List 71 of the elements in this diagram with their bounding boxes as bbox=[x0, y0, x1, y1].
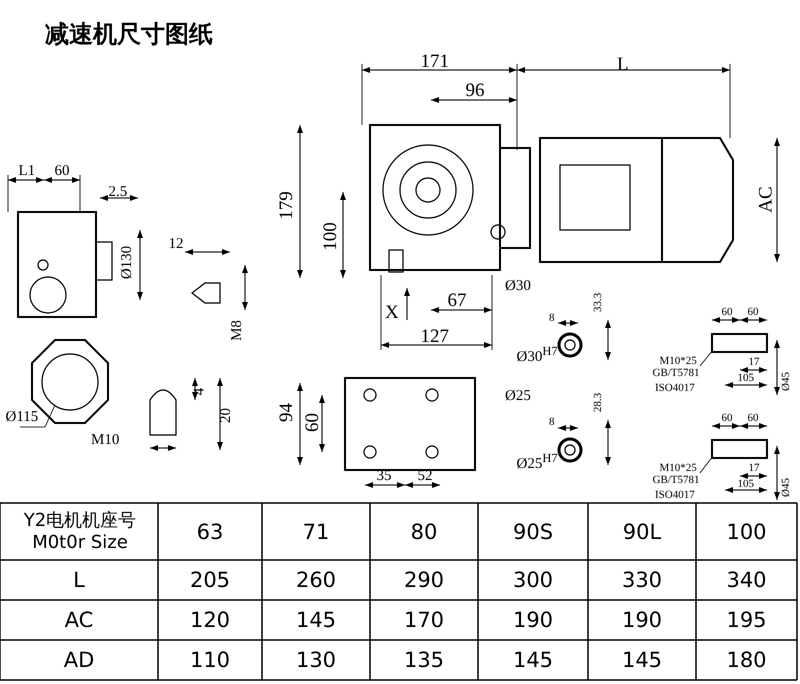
dimension-label: 12 bbox=[168, 236, 184, 252]
dimension-label: 60 bbox=[302, 412, 322, 432]
dimension-label: Ø130 bbox=[120, 245, 135, 279]
title: 减速机尺寸图纸 bbox=[45, 19, 213, 50]
table-cell-text: 340 bbox=[725, 567, 768, 594]
table-cell-text: 80 bbox=[410, 518, 438, 546]
table-cell-text: 145 bbox=[620, 647, 664, 674]
dimension-label: Ø25 bbox=[505, 388, 531, 404]
table-cell-text: 170 bbox=[402, 607, 446, 634]
dimension-label: Ø45 bbox=[780, 372, 792, 390]
table-cell-text: 110 bbox=[188, 647, 232, 674]
dimension-label: M10*25 bbox=[660, 462, 697, 474]
row-header-cell-text: L bbox=[72, 567, 86, 594]
dimension-label: 2.5 bbox=[108, 184, 128, 200]
dimension-label: 60 bbox=[748, 306, 758, 318]
table-cell-text: 195 bbox=[725, 607, 768, 634]
table-cell-text: 90S bbox=[512, 518, 554, 546]
table-cell-text: 300 bbox=[512, 567, 554, 594]
table-cell-text: 260 bbox=[294, 567, 338, 594]
dimension-label: ISO4017 bbox=[655, 490, 695, 500]
dimension-label: 100 bbox=[320, 222, 340, 250]
dimension-label: M10*25 bbox=[660, 356, 697, 366]
table-cell-text: 145 bbox=[294, 607, 338, 634]
table-cell-text: 130 bbox=[294, 647, 338, 674]
table-cell-text: 100 bbox=[725, 518, 768, 546]
dimension-label: 8 bbox=[549, 416, 554, 428]
dimension-label: M10 bbox=[91, 432, 120, 448]
table-cell-text: 205 bbox=[188, 567, 232, 594]
table-cell-text: 330 bbox=[620, 567, 664, 594]
dimension-label: 105 bbox=[738, 372, 754, 384]
table-cell-text: 180 bbox=[725, 647, 768, 674]
row-header-cell-text: Y2电机机座号 M0t0r Size bbox=[22, 508, 138, 554]
dimension-label: 67 bbox=[448, 290, 466, 310]
table-cell-text: 190 bbox=[512, 607, 554, 634]
dimension-label: ISO4017 bbox=[655, 382, 695, 394]
dimension-label: 17 bbox=[748, 462, 760, 474]
dimension-label: 105 bbox=[738, 478, 754, 490]
table-cell-text: 71 bbox=[302, 518, 330, 546]
dimension-label: 60 bbox=[748, 412, 758, 424]
row-header-cell-text: AD bbox=[62, 647, 96, 674]
dimension-label: 60 bbox=[722, 412, 732, 424]
dimension-label: GB/T5781 bbox=[652, 474, 700, 486]
dimension-label: Ø25$^{H7}$ bbox=[516, 452, 558, 472]
table-cell-text: 90L bbox=[622, 518, 662, 546]
dimension-label: 60 bbox=[722, 306, 732, 318]
dimension-label: Ø45 bbox=[780, 478, 792, 496]
dimension-label: 17 bbox=[748, 356, 760, 368]
dimension-label: 94 bbox=[276, 402, 296, 422]
table-cell-text: 63 bbox=[196, 518, 224, 546]
dimension-label: 171 bbox=[420, 52, 449, 70]
table-cell-text: 290 bbox=[402, 567, 446, 594]
dimension-label: L1 bbox=[18, 164, 36, 178]
dimension-label: Ø30$^{H7}$ bbox=[516, 345, 558, 365]
dimension-label: 179 bbox=[276, 190, 296, 220]
dimension-label: 127 bbox=[420, 326, 449, 346]
row-header-cell-text: AC bbox=[64, 607, 94, 634]
table-cell-text: 190 bbox=[620, 607, 664, 634]
dimension-label: 8 bbox=[549, 312, 554, 324]
dimension-label: 60 bbox=[54, 164, 70, 178]
dimension-label: AC bbox=[756, 186, 776, 212]
table-cell-text: 120 bbox=[188, 607, 232, 634]
dimension-label: 28.3 bbox=[592, 392, 604, 412]
dimension-label: M8 bbox=[229, 320, 244, 340]
dimension-label: 33.3 bbox=[592, 292, 604, 312]
dimension-label: GB/T5781 bbox=[652, 368, 700, 378]
dimension-label: X bbox=[385, 302, 399, 322]
dimension-label: Ø30 bbox=[505, 278, 531, 294]
table-cell-text: 145 bbox=[512, 647, 554, 674]
dimension-label: Ø115 bbox=[6, 410, 38, 424]
table-cell-text: 135 bbox=[402, 647, 446, 674]
dimension-label: 96 bbox=[466, 80, 484, 100]
